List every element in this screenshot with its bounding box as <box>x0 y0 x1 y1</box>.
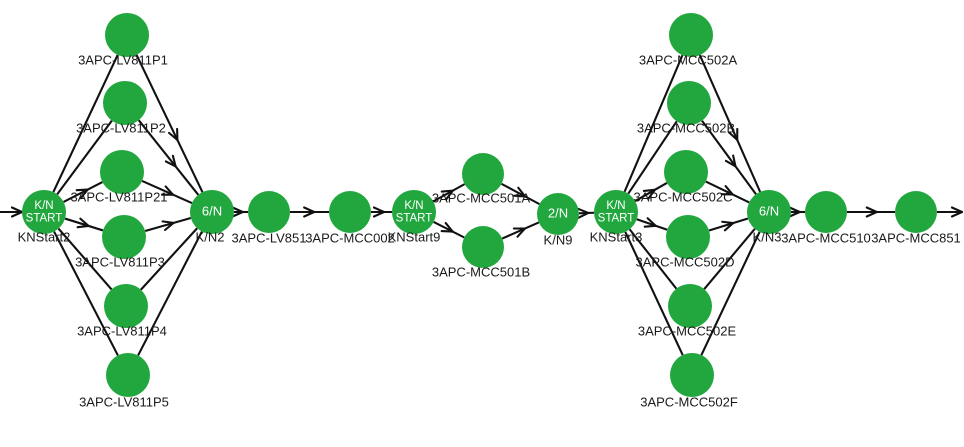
edge-kn9-to-knstart3-arrowhead <box>577 207 590 219</box>
graph-node-kn3[interactable]: 6/NK/N3 <box>747 190 791 244</box>
edge-mcc502c-to-kn3 <box>705 180 750 204</box>
edge-mcc502d-to-kn3-arrowhead <box>721 220 735 232</box>
node-circle-lv811p5[interactable] <box>106 353 150 397</box>
graph-node-mcc851[interactable]: 3APC-MCC851 <box>871 191 961 245</box>
node-caption-lv811p5: 3APC-LV811P5 <box>79 394 169 409</box>
graph-node-lv851[interactable]: 3APC-LV851 <box>232 191 307 245</box>
edge-mcc502b-to-kn3-arrowhead <box>724 154 737 168</box>
edge-knstart2-to-lv811p21 <box>63 181 103 203</box>
node-circle-lv811p21[interactable] <box>100 150 144 194</box>
edge-mcc502e-to-kn3 <box>703 228 756 290</box>
edge-lv811p2-to-kn2 <box>137 119 200 196</box>
edge-lv811p1-to-kn2-arrowhead <box>167 127 179 142</box>
graph-node-mcc501b[interactable]: 3APC-MCC501B <box>432 226 530 279</box>
edge-knstart2-to-lv811p3 <box>64 217 104 232</box>
node-circle-mcc502b[interactable] <box>667 81 711 125</box>
edge-kn2-to-lv851-arrowhead <box>231 206 244 218</box>
edge-mcc501b-to-kn9 <box>501 221 540 240</box>
node-circle-lv851[interactable] <box>248 191 290 233</box>
edge-knstart9-to-mcc501a <box>432 183 466 203</box>
edge-mcc502d-to-kn3 <box>708 217 749 232</box>
edge-mcc510-to-mcc851-arrowhead <box>865 206 878 218</box>
edge-mcc002-to-knstart9-arrowhead <box>372 206 386 218</box>
edge-mcc501b-to-kn9-arrowhead <box>512 227 526 238</box>
graph-node-lv811p5[interactable]: 3APC-LV811P5 <box>79 353 169 409</box>
node-circle-mcc502f[interactable] <box>670 353 714 397</box>
node-circle-mcc502e[interactable] <box>668 284 712 328</box>
edge-lv811p4-to-kn2 <box>140 227 198 291</box>
edge-knstart9-to-mcc501b-arrowhead <box>440 221 454 233</box>
graph-node-mcc502a[interactable]: 3APC-MCC502A <box>639 13 738 67</box>
edges-layer <box>0 54 964 356</box>
edge-knstart3-to-mcc502d-arrowhead <box>643 217 657 228</box>
node-circle-kn9[interactable] <box>537 193 579 235</box>
node-circle-mcc002[interactable] <box>329 191 371 233</box>
node-circle-lv811p1[interactable] <box>105 13 149 57</box>
node-circle-mcc502d[interactable] <box>666 215 710 259</box>
edge-mcc501a-to-kn9 <box>501 182 540 206</box>
edge-knstart2-to-lv811p5 <box>53 231 119 356</box>
graph-node-mcc002[interactable]: 3APC-MCC002 <box>305 191 395 245</box>
graph-node-lv811p3[interactable]: 3APC-LV811P3 <box>75 215 165 269</box>
edge-mcc502a-to-kn3 <box>698 54 762 193</box>
edge-lv811p21-to-kn2 <box>141 179 193 205</box>
edge-lv811p3-to-kn2 <box>144 217 192 232</box>
node-circle-lv811p3[interactable] <box>102 215 146 259</box>
node-circle-lv811p4[interactable] <box>104 284 148 328</box>
edge-lv811p1-to-kn2 <box>135 54 204 193</box>
edge-knstart3-to-mcc502e <box>628 228 678 290</box>
node-circle-mcc502a[interactable] <box>669 13 713 57</box>
edge-knstart3-to-mcc502d <box>636 218 668 231</box>
edge-mcc502b-to-kn3 <box>701 120 757 195</box>
edge-knstart2-to-lv811p4 <box>57 227 113 291</box>
edge-lv811p2-to-kn2-arrowhead <box>164 154 177 168</box>
edge-knstart2-to-lv811p1 <box>52 54 119 193</box>
edge-knstart3-to-mcc502c-arrowhead <box>642 188 656 200</box>
graph-node-kn2[interactable]: 6/NK/N2 <box>190 190 234 244</box>
node-circle-mcc501a[interactable] <box>462 153 504 195</box>
edge-mcc502c-to-kn3-arrowhead <box>720 185 734 196</box>
node-circle-mcc501b[interactable] <box>462 226 504 268</box>
node-circle-mcc851[interactable] <box>895 191 937 233</box>
graph-node-kn9[interactable]: 2/NK/N9 <box>537 193 579 247</box>
edge-lv811p21-to-kn2-arrowhead <box>160 185 175 196</box>
edge-knstart9-to-mcc501a-arrowhead <box>440 189 454 201</box>
node-circle-mcc502c[interactable] <box>664 150 708 194</box>
edge-knstart2-to-lv811p2 <box>56 120 113 195</box>
graph-node-mcc502f[interactable]: 3APC-MCC502F <box>640 353 738 409</box>
edge-knstart3-to-mcc502c <box>634 182 668 202</box>
edge-mcc501a-to-kn9-arrowhead <box>513 186 527 198</box>
edge-knstart2-to-lv811p21-arrowhead <box>75 188 89 200</box>
edge-lv811p5-to-kn2 <box>137 231 203 356</box>
node-circle-mcc510[interactable] <box>805 191 847 233</box>
edge-mcc502a-to-kn3-arrowhead <box>728 127 739 141</box>
edge-knstart3-to-mcc502b <box>627 120 678 195</box>
edge-knstart2-to-lv811p3-arrowhead <box>76 217 90 229</box>
edge-knstart3-to-mcc502a <box>623 54 684 193</box>
edge-lv851-to-mcc002-arrowhead <box>303 206 316 218</box>
node-circle-lv811p2[interactable] <box>103 81 147 125</box>
node-circle-knstart3[interactable] <box>594 190 638 234</box>
edge-mcc502f-to-kn3 <box>700 231 761 356</box>
graph-node-lv811p1[interactable]: 3APC-LV811P1 <box>78 13 168 67</box>
graph-node-mcc510[interactable]: 3APC-MCC510 <box>781 191 871 245</box>
node-circle-kn3[interactable] <box>747 190 791 234</box>
edge-lv811p3-to-kn2-arrowhead <box>161 220 175 232</box>
node-circle-kn2[interactable] <box>190 190 234 234</box>
graph-node-lv811p4[interactable]: 3APC-LV811P4 <box>77 284 167 338</box>
edge-kn3-to-mcc510-arrowhead <box>788 206 801 218</box>
node-circle-knstart2[interactable] <box>22 190 66 234</box>
graph-entry-edge-arrowhead <box>10 206 24 218</box>
edge-knstart3-to-mcc502f <box>624 231 684 356</box>
graph-exit-edge-arrowhead <box>950 206 964 218</box>
edge-knstart9-to-mcc501b <box>433 221 465 239</box>
node-circle-knstart9[interactable] <box>392 190 436 234</box>
graph-node-mcc502c[interactable]: 3APC-MCC502C <box>634 150 733 204</box>
